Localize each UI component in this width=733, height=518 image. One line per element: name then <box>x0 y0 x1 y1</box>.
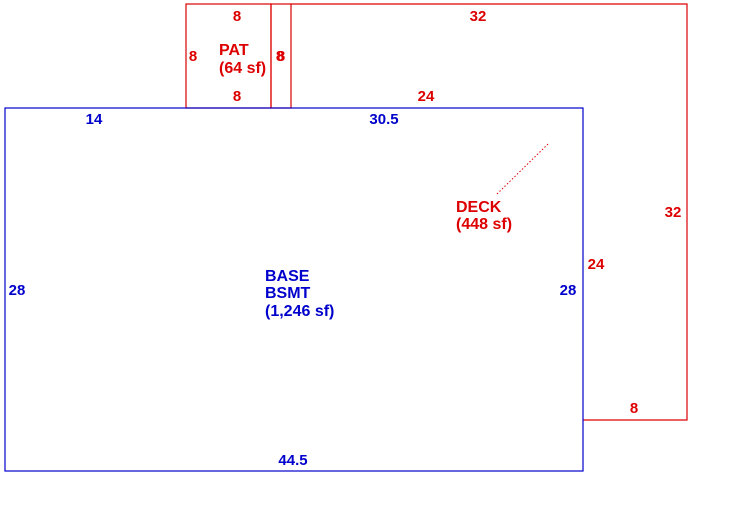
deck-pointer-line <box>496 143 549 195</box>
deck-dim-bottom-step: 8 <box>630 400 638 417</box>
base-dim-right: 28 <box>560 282 577 299</box>
patio-name: PAT <box>219 42 249 59</box>
base-dim-top-right: 30.5 <box>369 111 398 128</box>
base-dim-top-left: 14 <box>86 111 103 128</box>
deck-area: (448 sf) <box>456 216 512 233</box>
deck-dim-left-inner: 24 <box>588 256 605 273</box>
base-name-line1: BASE <box>265 268 310 285</box>
deck-outline <box>291 3 688 421</box>
base-name-line2: BSMT <box>265 285 311 302</box>
deck-dim-bottom-inner: 24 <box>418 88 435 105</box>
deck-dim-top: 32 <box>470 8 487 25</box>
base-dim-left: 28 <box>9 282 26 299</box>
patio-dim-bottom: 8 <box>233 88 241 105</box>
deck-connector-dim: 8 <box>277 48 285 65</box>
patio-dim-right: 8 <box>276 48 284 65</box>
base-dim-bottom: 44.5 <box>278 452 307 469</box>
base-area: (1,246 sf) <box>265 303 334 320</box>
deck-dim-right-outer: 32 <box>665 204 682 221</box>
base-basement-outline <box>4 107 584 472</box>
deck-name: DECK <box>456 199 502 216</box>
patio-area: (64 sf) <box>219 60 266 77</box>
patio-dim-top: 8 <box>233 8 241 25</box>
patio-dim-left: 8 <box>189 48 197 65</box>
